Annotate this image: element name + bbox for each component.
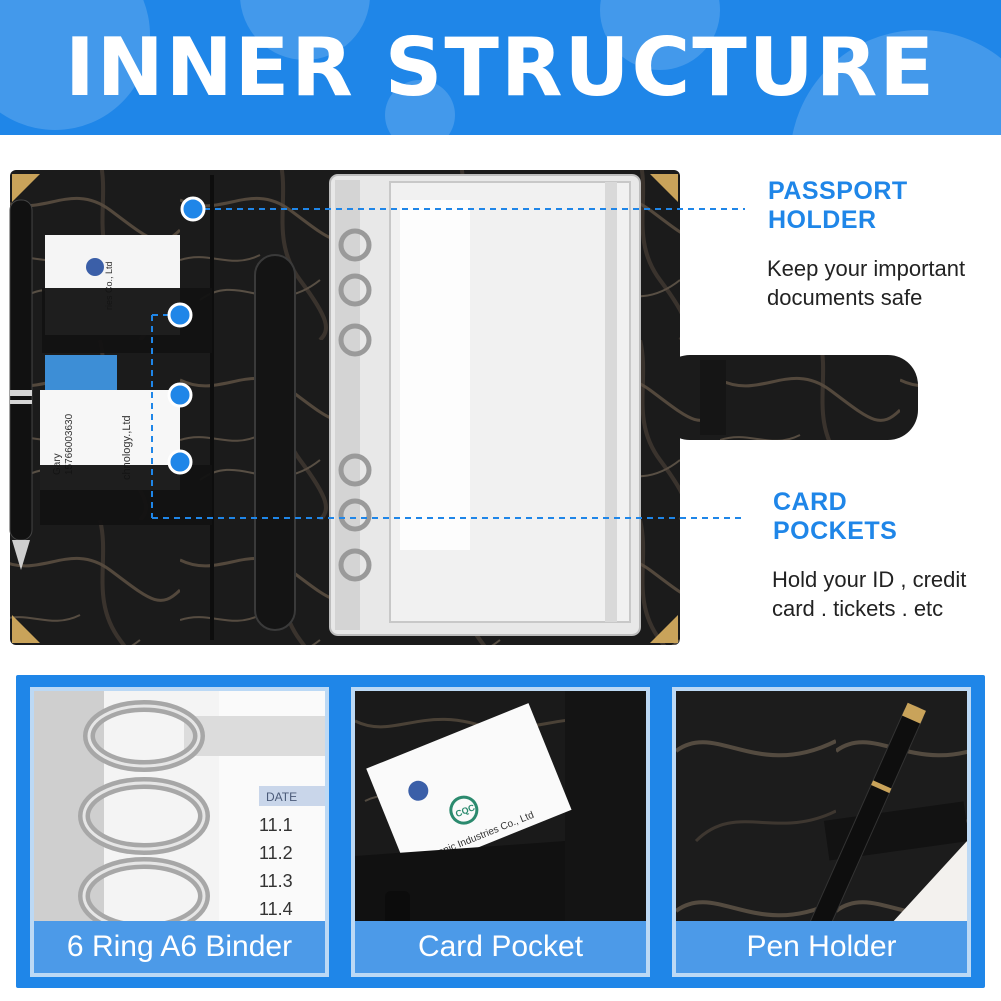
feature-tile-binder: DATE 11.1 11.2 11.3 11.4 6 Ring A6 Binde… xyxy=(30,687,329,977)
card-marker xyxy=(167,382,193,408)
gold-corner xyxy=(650,174,678,202)
page-title: INNER STRUCTURE xyxy=(64,21,936,114)
diary-row: 11.2 xyxy=(259,843,293,863)
binder-strap xyxy=(660,355,918,440)
feature-label-card-pocket: Card Pocket xyxy=(355,921,646,973)
passport-marker xyxy=(180,196,206,222)
svg-text:15766003630: 15766003630 xyxy=(64,413,75,475)
feature-tile-pen-holder: Pen Holder xyxy=(672,687,971,977)
passport-holder-title: PASSPORT xyxy=(768,177,908,205)
gold-corner xyxy=(12,174,40,202)
card-pockets-desc: card . tickets . etc xyxy=(772,596,944,621)
gold-corner xyxy=(12,615,40,643)
title-banner: INNER STRUCTURE xyxy=(0,0,1001,135)
card-marker xyxy=(167,449,193,475)
gold-corner xyxy=(650,615,678,643)
pen-icon xyxy=(9,199,33,541)
pen-loop-strap xyxy=(254,254,296,631)
diary-row: 11.3 xyxy=(259,871,293,891)
card-pockets-title: POCKETS xyxy=(773,517,898,545)
card-pockets-desc: Hold your ID , credit xyxy=(772,567,967,592)
svg-text:chnology.,Ltd: chnology.,Ltd xyxy=(121,415,133,480)
feature-label-binder: 6 Ring A6 Binder xyxy=(34,921,325,973)
diary-header: DATE xyxy=(266,790,297,804)
card-marker xyxy=(167,302,193,328)
strap-elastic xyxy=(700,360,726,435)
decorative-bubble xyxy=(385,80,455,135)
binder-open-illustration: ries Co., Ltd Gary 15766003630 chnology.… xyxy=(9,170,918,645)
card-pockets-title: CARD xyxy=(773,488,848,516)
feature-panel: DATE 11.1 11.2 11.3 11.4 6 Ring A6 Binde… xyxy=(16,675,985,988)
svg-text:Gary: Gary xyxy=(52,453,63,475)
passport-holder-desc: documents safe xyxy=(767,285,923,310)
passport-holder-desc: Keep your important xyxy=(767,256,966,281)
passport-holder-title: HOLDER xyxy=(768,206,877,234)
feature-tile-card-pocket: CQC Electronic Industries Co., Ltd Card … xyxy=(351,687,650,977)
diary-row: 11.4 xyxy=(259,899,293,919)
diary-row: 11.1 xyxy=(259,815,293,835)
svg-text:ries Co., Ltd: ries Co., Ltd xyxy=(104,261,114,310)
feature-label-pen-holder: Pen Holder xyxy=(676,921,967,973)
